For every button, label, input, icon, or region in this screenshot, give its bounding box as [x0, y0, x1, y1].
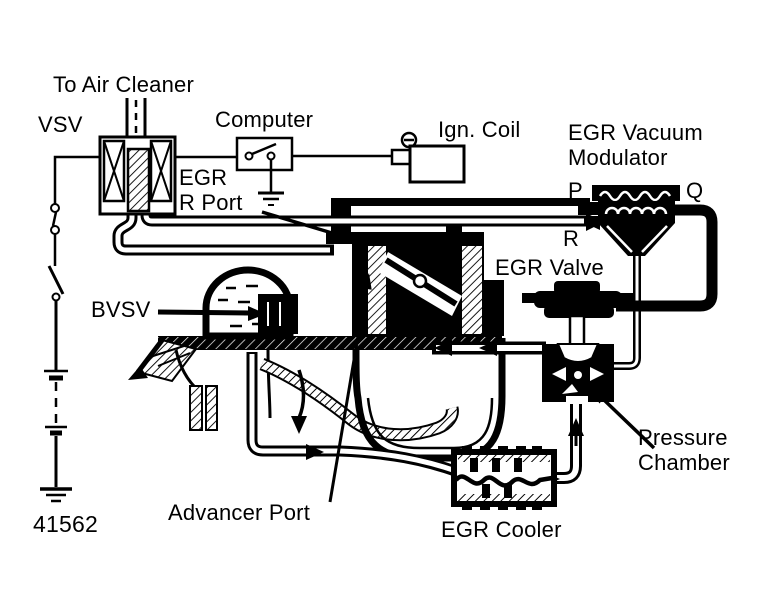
vsv-symbol: [98, 98, 177, 216]
computer-symbol: [175, 136, 393, 206]
label-ign-coil: Ign. Coil: [438, 117, 521, 142]
battery-icon: [44, 369, 68, 436]
label-egr-vacuum-modulator-line1: EGR Vacuum: [568, 120, 703, 145]
label-port-p: P: [568, 178, 583, 203]
egr-r-port-leader-arrow: [339, 230, 357, 242]
leader-arrows: [157, 210, 656, 503]
label-pressure-chamber-line1: Pressure: [638, 425, 728, 450]
egr-vacuum-modulator-symbol: [578, 185, 680, 256]
ign-coil-symbol: [390, 131, 466, 184]
ground-icon-computer: [258, 191, 284, 206]
egr-valve-symbol: [522, 281, 634, 404]
egr-passage: [432, 340, 546, 356]
label-egr-vacuum-modulator: EGR Vacuum Modulator: [568, 120, 703, 170]
label-egr-r-port-line2: R Port: [179, 190, 243, 215]
label-vsv: VSV: [38, 112, 83, 137]
label-port-q: Q: [686, 178, 704, 203]
modulator-port-p: [578, 202, 598, 215]
label-egr-r-port: EGR R Port: [179, 165, 243, 215]
modulator-port-r: [585, 216, 600, 230]
figure-number: 41562: [33, 511, 98, 537]
egr-cooler-symbol: [451, 446, 557, 510]
label-egr-vacuum-modulator-line2: Modulator: [568, 145, 668, 170]
label-computer: Computer: [215, 107, 314, 132]
bvsv-symbol: [258, 294, 298, 334]
ground-icon: [40, 487, 72, 503]
advancer-port-leader-arrow: [360, 273, 372, 290]
pressure-chamber-leader-arrow: [592, 388, 608, 404]
label-egr-r-port-line1: EGR: [179, 165, 228, 190]
bvsv-leader-arrow: [248, 306, 266, 321]
engine-cross-section: [128, 198, 506, 462]
label-advancer-port: Advancer Port: [168, 500, 311, 525]
pipe-q-to-egr-valve: [616, 204, 718, 312]
label-egr-valve: EGR Valve: [495, 255, 604, 280]
label-egr-cooler: EGR Cooler: [441, 517, 562, 542]
label-pressure-chamber-line2: Chamber: [638, 450, 730, 475]
label-bvsv: BVSV: [91, 297, 151, 322]
label-to-air-cleaner: To Air Cleaner: [53, 72, 194, 97]
battery-circuit: [40, 155, 100, 503]
label-pressure-chamber: Pressure Chamber: [638, 425, 730, 475]
label-port-r: R: [563, 226, 580, 251]
